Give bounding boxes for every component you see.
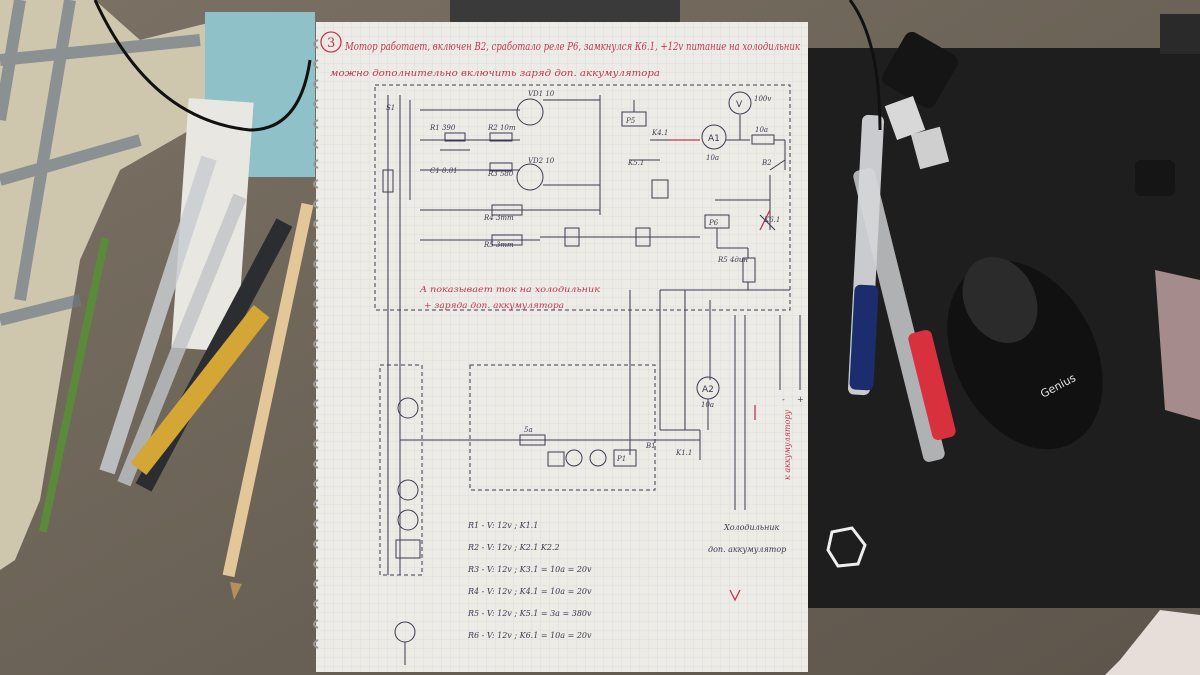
page-number-circle (320, 31, 342, 53)
label-vd1: VD1 10 (528, 90, 555, 98)
label-minus: - (782, 395, 785, 404)
label-k11: K1.1 (675, 449, 692, 457)
label-side: к аккумулятору (783, 410, 792, 480)
label-p1: P1 (616, 455, 626, 463)
label-s1: S1 (386, 104, 395, 112)
label-k41: K4.1 (651, 129, 668, 137)
legend-row-3: R3 - V: 12v ; K3.1 = 10a = 20v (467, 565, 592, 574)
pen-transparent-2 (117, 193, 247, 487)
heading-line-2: можно дополнительно включить заряд доп. … (330, 69, 660, 79)
label-b1: B1 (645, 442, 656, 450)
mat-logo (826, 526, 867, 568)
label-vd2: VD2 10 (528, 157, 555, 165)
usb-drive-1 (884, 95, 926, 141)
pencil (222, 202, 314, 600)
label-r2: R2 10m (487, 124, 516, 132)
usb-adapter (881, 31, 959, 109)
label-r4: R4 3mm (483, 214, 514, 222)
label-p6: P6 (708, 219, 719, 227)
label-p5: P5 (625, 117, 636, 125)
ammeter-a2-badge: A2 (702, 385, 714, 395)
label-fridge: Холодильник (723, 523, 780, 532)
legend-row-6: R6 - V: 12v ; K6.1 = 10a = 20v (467, 631, 592, 640)
page-number: 3 (327, 36, 335, 51)
label-b2: B2 (761, 159, 772, 167)
label-r1: R1 390 (429, 124, 456, 132)
usb-drive-2 (910, 126, 950, 170)
label-r3: R3 580 (487, 170, 514, 178)
white-card (171, 98, 254, 352)
spiral-binding (313, 39, 319, 649)
cable-right (848, 0, 882, 131)
circuit-red-highlights (670, 139, 771, 602)
annotation-line-2: + заряда доп. аккумулятора (424, 301, 564, 310)
circuit-diagram (374, 84, 801, 665)
pencil-green (38, 237, 110, 533)
legend-row-2: R2 - V: 12v ; K2.1 K2.2 (467, 543, 560, 552)
annotation-line-1: A показывает ток на холодильник (419, 285, 600, 294)
legend-row-1: R1 - V: 12v ; K1.1 (467, 521, 538, 530)
ammeter-a1-badge: A1 (708, 134, 720, 144)
pen-red (853, 168, 956, 462)
label-k61: K6.1 (763, 216, 780, 224)
label-v-range: 100v (754, 95, 771, 103)
heading-line-1: Мотор работает, включен В2, сработало ре… (344, 40, 800, 53)
legend-row-4: R4 - V: 12v ; K4.1 = 10a = 20v (467, 587, 592, 596)
pen-yellow (130, 305, 270, 475)
cable (93, 0, 312, 132)
label-a2-range: 10a (701, 401, 714, 409)
label-shunt2: 5a (524, 426, 533, 434)
small-adapter (1135, 160, 1175, 196)
label-r5: R5 3mm (483, 241, 514, 249)
label-c1: C1 0.01 (430, 167, 458, 175)
top-device-right (1160, 14, 1200, 54)
label-k51: K5.1 (627, 159, 644, 167)
top-device (450, 0, 680, 22)
pen-transparent-1 (99, 155, 217, 475)
label-fuse: 10a (755, 126, 768, 134)
computer-mouse (947, 257, 1103, 450)
label-a1-range: 10a (706, 154, 719, 162)
cloth-corner (1105, 610, 1200, 675)
fabric-cloth (0, 0, 250, 570)
label-battery: доп. аккумулятор (708, 545, 786, 554)
legend-row-5: R5 - V: 12v ; K5.1 = 3a = 380v (467, 609, 592, 618)
fabric-bag (1155, 270, 1200, 420)
label-plus: + (797, 395, 804, 404)
label-r5-shunt: R5 4дин (717, 256, 748, 264)
voltmeter-badge: V (736, 100, 743, 110)
